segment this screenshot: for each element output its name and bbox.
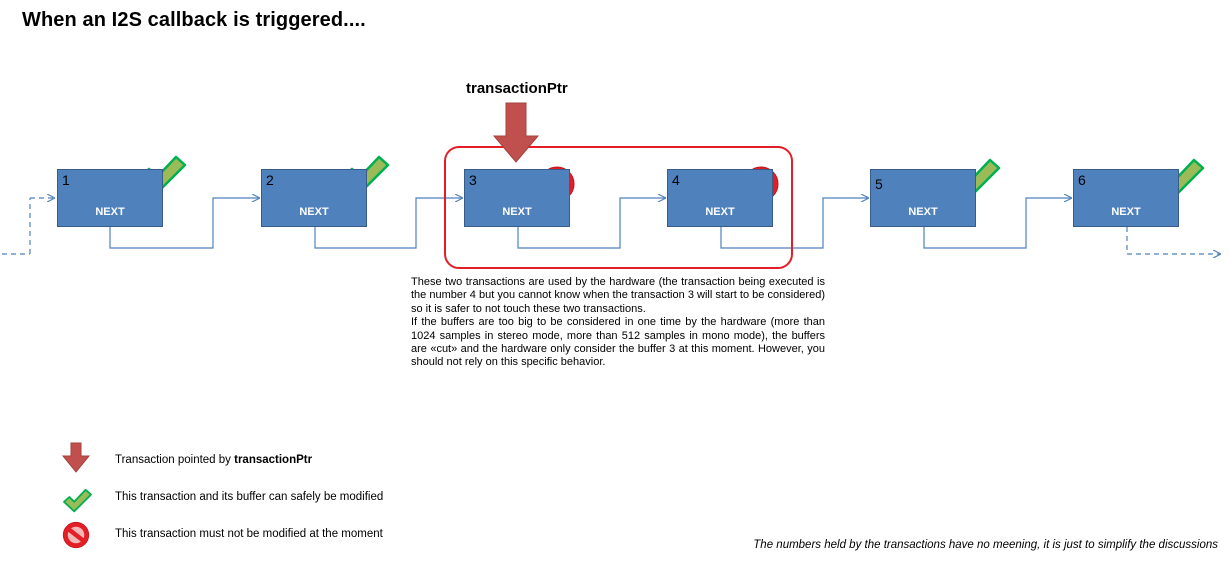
legend-pointer-icon [61, 442, 91, 473]
explanation-paragraph: If the buffers are too big to be conside… [411, 316, 825, 369]
transaction-box: 3 NEXT [464, 169, 570, 227]
transaction-box: 6 NEXT [1073, 169, 1179, 227]
next-pointer-label: NEXT [1111, 206, 1141, 218]
transaction-number: 4 [672, 172, 680, 188]
link-1-2 [109, 198, 259, 249]
legend-checkmark-icon [63, 488, 92, 513]
transaction-number: 2 [266, 172, 274, 188]
outgoing-link [1126, 227, 1220, 254]
footnote: The numbers held by the transactions hav… [753, 539, 1218, 551]
transaction-number: 3 [469, 172, 477, 188]
link-4-5 [720, 198, 868, 249]
page-title: When an I2S callback is triggered.... [22, 9, 366, 31]
next-pointer-label: NEXT [299, 206, 329, 218]
legend-forbidden-icon [62, 521, 90, 549]
legend-forbidden-text: This transaction must not be modified at… [115, 528, 383, 540]
transaction-number: 6 [1078, 172, 1086, 188]
next-pointer-label: NEXT [908, 206, 938, 218]
legend-pointer-text: Transaction pointed by transactionPtr [115, 454, 313, 466]
in-use-highlight-frame [444, 146, 793, 269]
next-pointer-label: NEXT [705, 206, 735, 218]
incoming-link [2, 198, 54, 255]
link-5-6 [923, 198, 1071, 249]
explanation-paragraph: These two transactions are used by the h… [411, 276, 825, 315]
legend-pointer-bold: transactionPtr [234, 454, 313, 466]
transaction-number: 5 [875, 176, 883, 192]
pointer-label: transactionPtr [466, 80, 568, 97]
next-pointer-label: NEXT [95, 206, 125, 218]
transaction-number: 1 [62, 172, 70, 188]
pointer-arrow-icon [492, 102, 540, 163]
legend-check-text: This transaction and its buffer can safe… [115, 491, 384, 503]
link-3-4 [517, 198, 665, 249]
link-2-3 [314, 198, 462, 249]
explanation-text: These two transactions are used by the h… [411, 276, 825, 370]
transaction-box: 2 NEXT [261, 169, 367, 227]
transaction-box: 5 NEXT [870, 169, 976, 227]
transaction-box: 1 NEXT [57, 169, 163, 227]
next-pointer-label: NEXT [502, 206, 532, 218]
transaction-box: 4 NEXT [667, 169, 773, 227]
